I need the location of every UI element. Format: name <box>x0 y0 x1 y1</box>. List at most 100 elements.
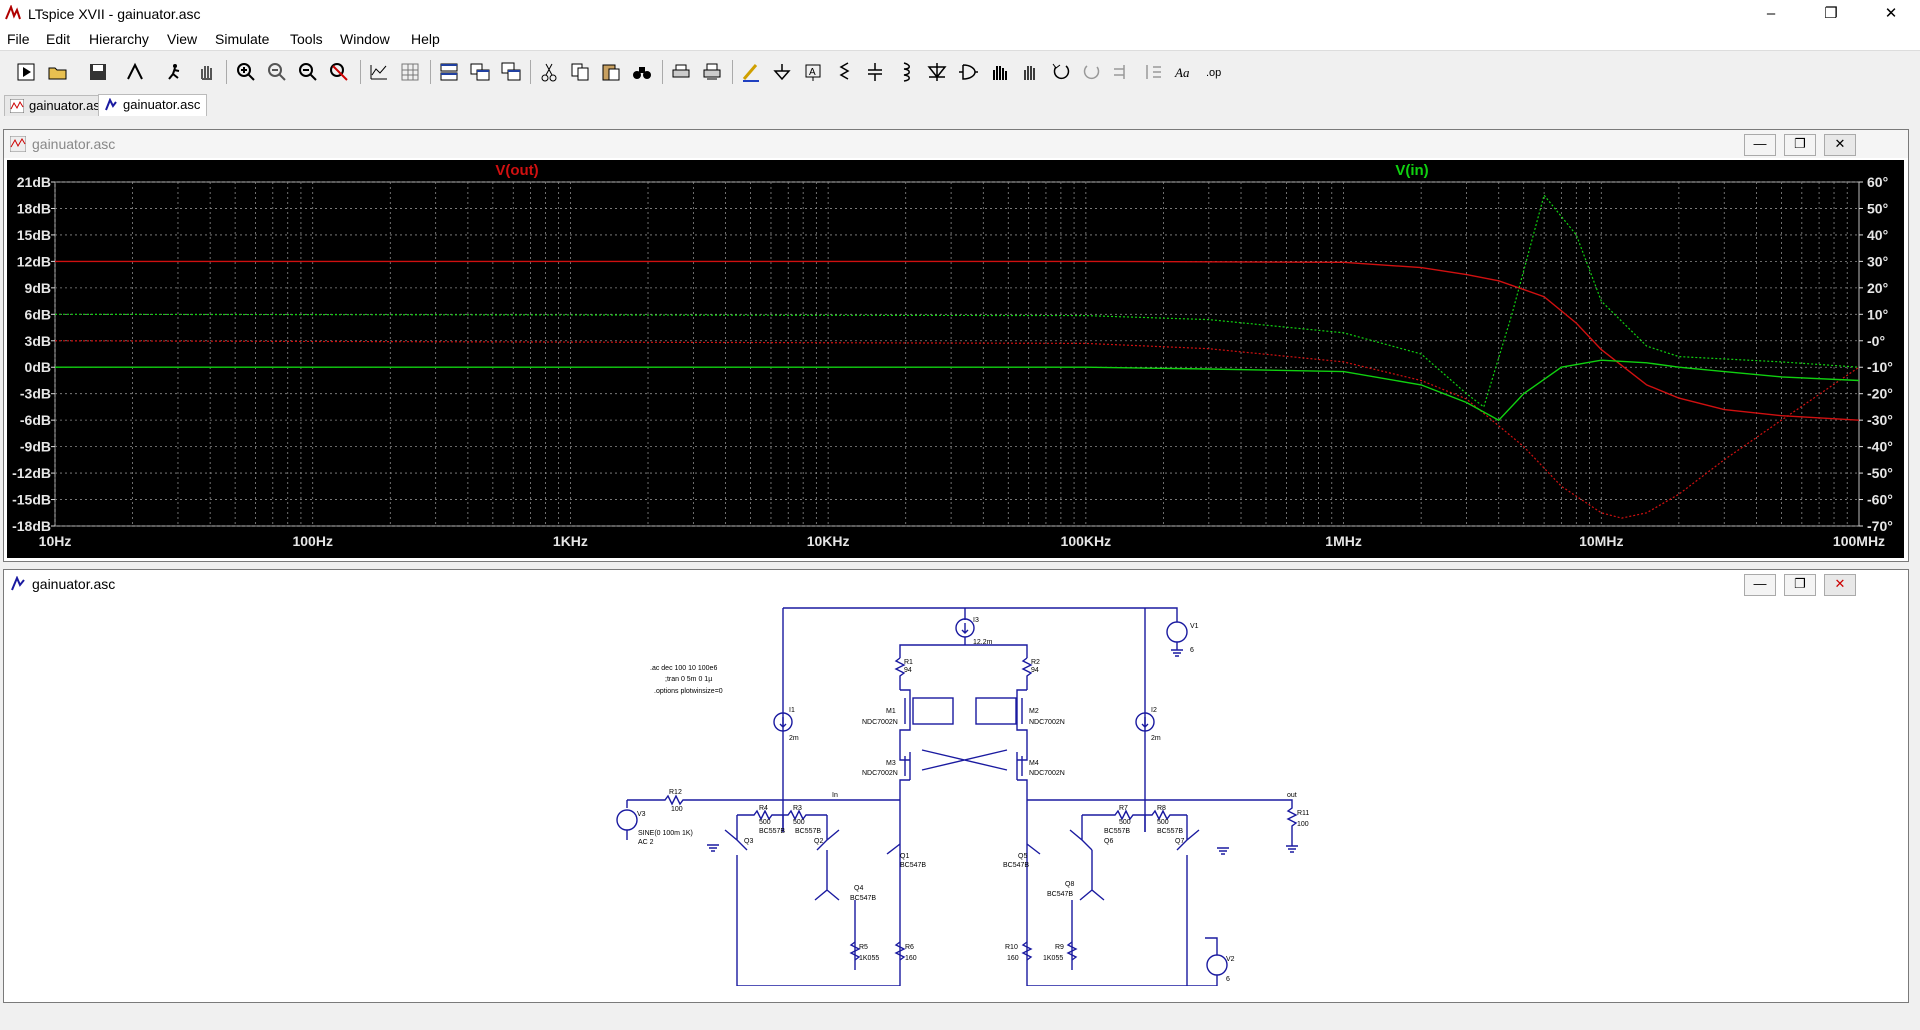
y-tick-label-left: 18dB <box>17 200 51 216</box>
y-tick-label-right: -0° <box>1867 333 1885 349</box>
print-preview-icon[interactable] <box>699 59 725 85</box>
diode-icon[interactable] <box>924 59 950 85</box>
cut-icon[interactable] <box>536 59 562 85</box>
ref-q3: Q3 <box>744 838 753 845</box>
x-tick-label: 1KHz <box>553 533 588 549</box>
directive-tran[interactable]: ;tran 0 5m 0 1µ <box>665 676 712 683</box>
y-tick-label-left: 6dB <box>25 306 51 322</box>
label-icon[interactable]: A <box>800 59 826 85</box>
tile-horizontal-icon[interactable] <box>436 59 462 85</box>
value-v2: 6 <box>1226 976 1230 983</box>
y-tick-label-right: -30° <box>1867 412 1893 428</box>
mirror-icon[interactable] <box>1141 59 1167 85</box>
text-icon[interactable]: Aa <box>1172 59 1198 85</box>
plot-window-title: gainuator.asc <box>32 136 116 152</box>
move-icon[interactable] <box>986 59 1012 85</box>
value-r8: 500 <box>1157 819 1169 826</box>
zoom-fit-icon[interactable] <box>326 59 352 85</box>
menu-help[interactable]: Help <box>411 31 440 47</box>
schematic-window-title: gainuator.asc <box>32 576 116 592</box>
close-button[interactable]: ✕ <box>1884 5 1898 22</box>
zoom-in-icon[interactable] <box>233 59 259 85</box>
find-icon[interactable] <box>629 59 655 85</box>
menu-simulate[interactable]: Simulate <box>215 31 270 47</box>
ref-r12: R12 <box>669 789 682 796</box>
halt-icon[interactable] <box>162 59 188 85</box>
directive-ac[interactable]: .ac dec 100 10 100e6 <box>650 665 717 672</box>
ref-q1: Q1 <box>900 853 909 860</box>
paste-icon[interactable] <box>598 59 624 85</box>
control-panel-icon[interactable] <box>122 59 148 85</box>
menu-window[interactable]: Window <box>340 31 390 47</box>
tab-schematic[interactable]: gainuator.asc <box>98 94 208 116</box>
ref-q5: Q5 <box>1018 853 1027 860</box>
undo-icon[interactable] <box>1048 59 1074 85</box>
capacitor-icon[interactable] <box>862 59 888 85</box>
pan-icon[interactable] <box>194 59 220 85</box>
schematic-minimize-button[interactable]: — <box>1744 574 1776 596</box>
plot-close-button[interactable]: ✕ <box>1824 134 1856 156</box>
schematic-maximize-button[interactable]: ❐ <box>1784 574 1816 596</box>
run-icon[interactable] <box>13 59 39 85</box>
redo-icon[interactable] <box>1079 59 1105 85</box>
value-q4: BC547B <box>850 895 876 902</box>
svg-text:A: A <box>809 67 816 78</box>
copy-icon[interactable] <box>567 59 593 85</box>
value-r11: 100 <box>1297 821 1309 828</box>
value-r12: 100 <box>671 806 683 813</box>
value-r10: 160 <box>1007 955 1019 962</box>
schematic-icon <box>105 98 117 111</box>
menu-tools[interactable]: Tools <box>290 31 323 47</box>
save-icon[interactable] <box>85 59 111 85</box>
schematic-canvas[interactable]: .ac dec 100 10 100e6 ;tran 0 5m 0 1µ .op… <box>7 600 1904 987</box>
tile-vertical-icon[interactable] <box>467 59 493 85</box>
ref-q2: Q2 <box>814 838 823 845</box>
spice-directive-icon[interactable]: .op <box>1203 59 1229 85</box>
directive-options[interactable]: .options plotwinsize=0 <box>654 688 723 695</box>
ref-r5: R5 <box>859 944 868 951</box>
zoom-back-icon[interactable] <box>295 59 321 85</box>
series-vout-phase <box>54 340 1860 519</box>
net-label-out[interactable]: out <box>1287 792 1297 799</box>
y-tick-label-right: 10° <box>1867 306 1888 322</box>
plot-minimize-button[interactable]: — <box>1744 134 1776 156</box>
menu-view[interactable]: View <box>167 31 198 47</box>
wire-icon[interactable] <box>738 59 764 85</box>
tab-schematic-label: gainuator.asc <box>123 97 201 112</box>
schematic-icon <box>11 576 25 591</box>
drag-icon[interactable] <box>1017 59 1043 85</box>
plot-maximize-button[interactable]: ❐ <box>1784 134 1816 156</box>
component-icon[interactable] <box>955 59 981 85</box>
value-r4: 500 <box>759 819 771 826</box>
tab-plot-label: gainuator.asc <box>29 98 107 113</box>
restore-button[interactable]: ❐ <box>1824 5 1838 22</box>
tab-plot[interactable]: gainuator.asc <box>4 95 114 116</box>
schematic-close-button[interactable]: ✕ <box>1824 574 1856 596</box>
y-tick-label-right: -20° <box>1867 386 1893 402</box>
autorange-icon[interactable] <box>366 59 392 85</box>
resistor-icon[interactable] <box>831 59 857 85</box>
minimize-button[interactable]: – <box>1766 5 1776 22</box>
y-tick-label-left: 12dB <box>17 253 51 269</box>
menu-edit[interactable]: Edit <box>46 31 71 47</box>
grid-icon[interactable] <box>397 59 423 85</box>
rotate-icon[interactable] <box>1110 59 1136 85</box>
open-icon[interactable] <box>45 59 71 85</box>
print-icon[interactable] <box>668 59 694 85</box>
ref-r7: R7 <box>1119 805 1128 812</box>
inductor-icon[interactable] <box>893 59 919 85</box>
value-r1: 94 <box>904 667 912 674</box>
svg-text:.op: .op <box>1206 67 1221 79</box>
menu-hierarchy[interactable]: Hierarchy <box>89 31 149 47</box>
value-i2: 2m <box>1151 735 1161 742</box>
legend-vin: V(in) <box>1395 162 1428 179</box>
value-q6: BC557B <box>1104 828 1130 835</box>
value-m4: NDC7002N <box>1029 770 1065 777</box>
x-tick-label: 100MHz <box>1833 533 1885 549</box>
ground-icon[interactable] <box>769 59 795 85</box>
cascade-icon[interactable] <box>498 59 524 85</box>
net-label-in[interactable]: In <box>832 792 838 799</box>
zoom-out-icon[interactable] <box>264 59 290 85</box>
menu-file[interactable]: File <box>7 31 30 47</box>
